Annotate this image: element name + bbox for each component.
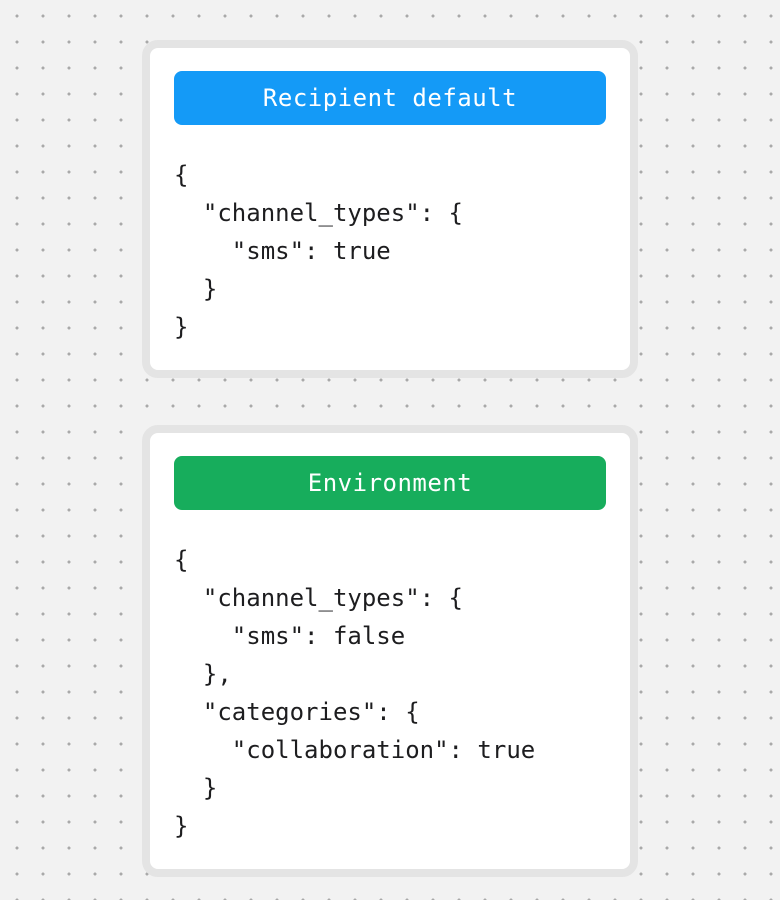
code-line: "sms": true [174, 237, 391, 265]
environment-code-block: { "channel_types": { "sms": false }, "ca… [174, 541, 606, 845]
code-line: } [174, 313, 189, 341]
recipient-default-card: Recipient default { "channel_types": { "… [142, 40, 638, 378]
recipient-default-header-label: Recipient default [262, 84, 518, 112]
code-line: } [174, 275, 218, 303]
code-line: { [174, 546, 189, 574]
code-line: "channel_types": { [174, 584, 463, 612]
environment-header-badge: Environment [174, 456, 606, 510]
environment-header-label: Environment [307, 469, 473, 497]
code-line: }, [174, 660, 232, 688]
code-line: } [174, 812, 189, 840]
environment-card: Environment { "channel_types": { "sms": … [142, 425, 638, 877]
code-line: } [174, 774, 218, 802]
code-line: "channel_types": { [174, 199, 463, 227]
code-line: "sms": false [174, 622, 406, 650]
code-line: { [174, 161, 189, 189]
recipient-default-code-block: { "channel_types": { "sms": true }} [174, 156, 606, 346]
code-line: "collaboration": true [174, 736, 536, 764]
recipient-default-header-badge: Recipient default [174, 71, 606, 125]
code-line: "categories": { [174, 698, 420, 726]
